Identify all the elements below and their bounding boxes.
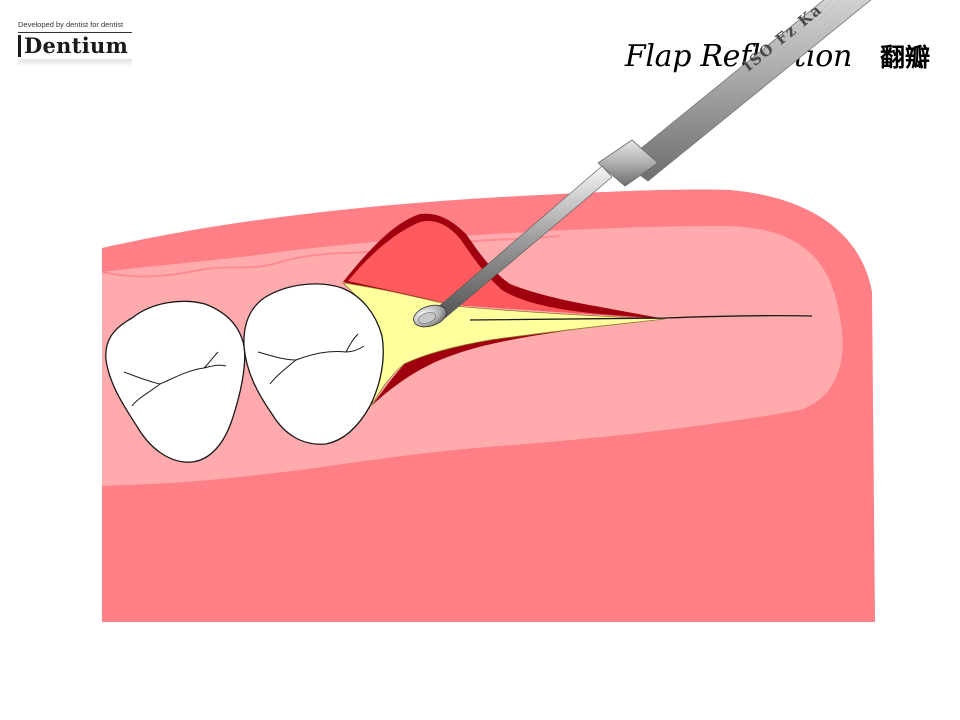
logo-bar-mark xyxy=(18,35,21,57)
periosteal-elevator-instrument: ISO Fz Ka xyxy=(413,0,872,328)
molar-tooth-first xyxy=(105,300,246,463)
brand-wordmark: Dentium xyxy=(18,34,138,58)
dentium-logo: Developed by dentist for dentist Dentium xyxy=(18,20,138,67)
brand-name: Dentium xyxy=(24,33,129,58)
molar-fissure-first xyxy=(123,351,227,407)
incision-line xyxy=(469,314,813,321)
brand-tagline: Developed by dentist for dentist xyxy=(18,20,124,29)
logo-reflection xyxy=(18,59,132,67)
reflected-flap xyxy=(348,220,665,319)
gum-contour-line xyxy=(101,235,561,278)
molar-tooth-second xyxy=(243,283,384,445)
instrument-collar xyxy=(597,139,659,187)
molar-fissure-second xyxy=(257,333,365,385)
logo-divider xyxy=(18,32,132,33)
instrument-knurling xyxy=(623,0,871,181)
instrument-tip-face xyxy=(418,312,436,324)
title-chinese: 翻瓣 xyxy=(879,43,930,72)
